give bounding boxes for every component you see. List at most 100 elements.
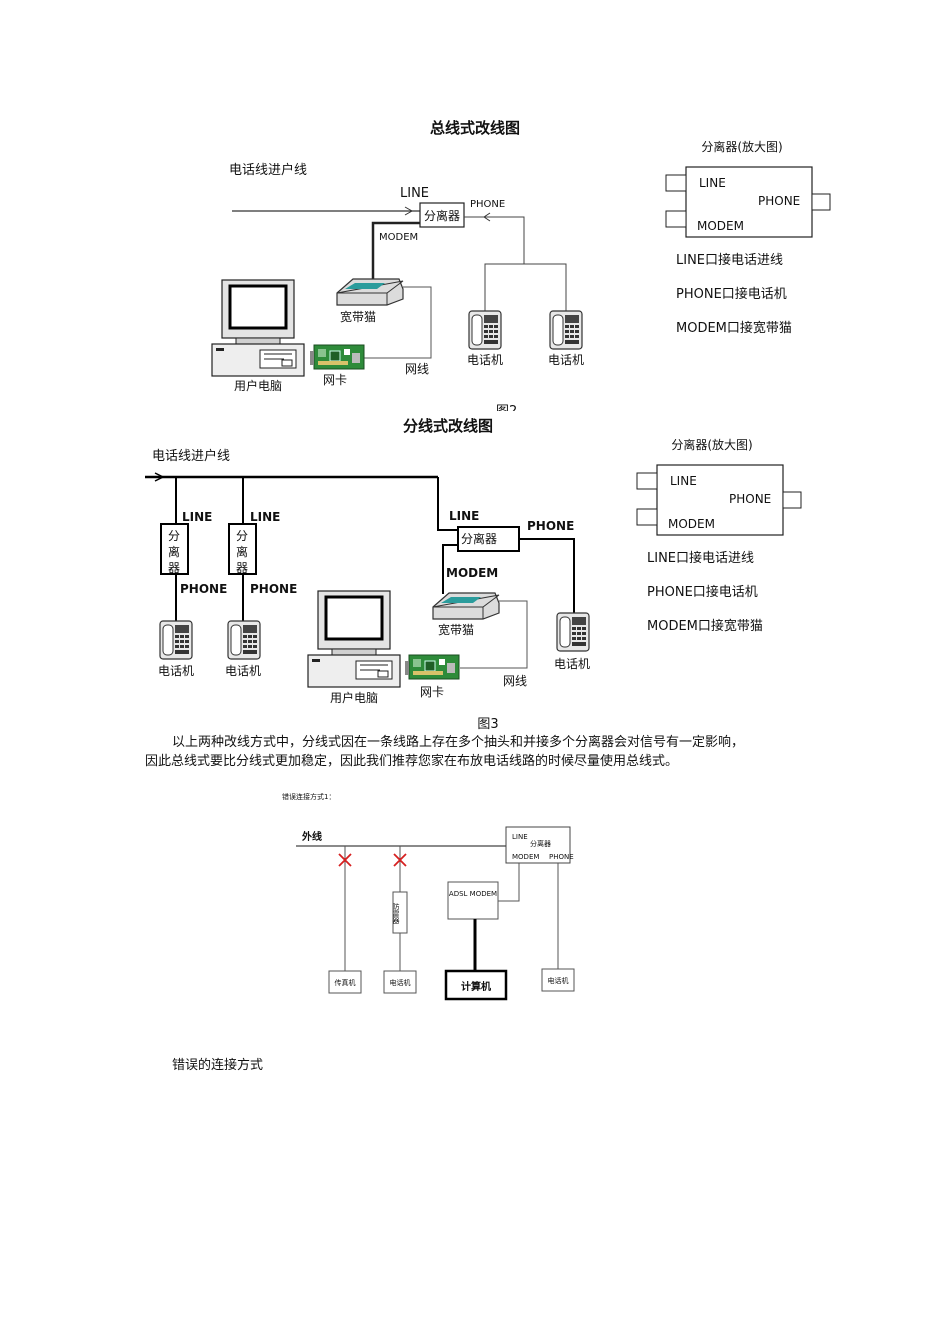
incoming-line-label: 电话线进户线 <box>152 448 230 464</box>
telephone-label: 电话机 <box>554 657 590 671</box>
user-pc-label: 用户电脑 <box>330 690 378 705</box>
telephone-icon <box>468 310 502 350</box>
note-modem: MODEM口接宽带猫 <box>676 320 792 336</box>
broadband-modem-icon <box>336 278 404 306</box>
zoom-phone-label: PHONE <box>729 492 771 506</box>
splitter-phone-port: PHONE <box>549 853 574 861</box>
branch-line <box>437 477 458 531</box>
telephone-icon <box>159 620 193 660</box>
line-port-icon <box>636 472 658 490</box>
note-phone: PHONE口接电话机 <box>647 584 758 600</box>
computer-box <box>444 969 508 1001</box>
telephone-icon <box>556 612 590 652</box>
phone-port-icon <box>811 193 831 211</box>
computer-label: 计算机 <box>461 980 491 993</box>
vertical-splitter-char-2: 离 <box>168 544 180 559</box>
modem-line <box>371 221 420 280</box>
vertical-splitter-char-2: 离 <box>236 544 248 559</box>
figure-2-caption: 图2 <box>496 404 517 419</box>
figure-2-bus-wiring: 总线式改线图 电话线进户线 LINE 分离器 PHONE MODEM 宽带猫 网… <box>210 119 831 419</box>
vertical-splitter-char-3: 器 <box>236 561 248 575</box>
note-modem: MODEM口接宽带猫 <box>647 618 763 634</box>
line-label: LINE <box>182 510 212 524</box>
modem-port-label: MODEM <box>379 232 418 243</box>
broadband-modem-label: 宽带猫 <box>438 622 474 637</box>
telephone-label: 电话机 <box>467 353 503 367</box>
splitter-zoom-title: 分离器(放大图) <box>671 437 752 452</box>
phone-label: PHONE <box>527 519 574 533</box>
splitter-box <box>457 526 520 552</box>
figure-4-wrong-connection: 错误连接方式1： 外线 LINE 分离器 MODEM PHONE 传真机 防雷器… <box>282 792 575 1001</box>
network-card-icon <box>404 654 460 680</box>
telephone-label: 电话机 <box>390 978 411 987</box>
telephone-box <box>383 970 417 994</box>
modem-port-icon <box>636 508 658 526</box>
splitter-label: 分离器 <box>424 208 460 223</box>
arrow-icon <box>154 472 165 482</box>
phone-branch-line <box>484 263 567 312</box>
splitter-label: 分离器 <box>461 531 497 546</box>
splitter-zoom-box <box>685 166 813 238</box>
vertical-device-label: 防雷器 <box>392 902 400 925</box>
vertical-splitter-box <box>160 523 189 575</box>
line-label: LINE <box>449 509 479 523</box>
network-cable <box>362 286 432 359</box>
cross-mark-icon <box>338 853 352 867</box>
network-card-label: 网卡 <box>420 685 444 699</box>
telephone-label: 电话机 <box>158 664 194 678</box>
note-phone: PHONE口接电话机 <box>676 286 787 302</box>
fax-box <box>328 970 362 994</box>
arrow-icon <box>404 206 414 216</box>
network-cable-label: 网线 <box>503 674 527 688</box>
splitter-label: 分离器 <box>530 839 551 848</box>
telephone-label: 电话机 <box>548 976 569 985</box>
vertical-device-box <box>392 891 408 934</box>
user-pc-label: 用户电脑 <box>234 378 282 393</box>
network-card-icon <box>309 344 365 370</box>
line-port-icon <box>665 174 687 192</box>
telephone-icon <box>227 620 261 660</box>
body-paragraph-line-1: 以上两种改线方式中，分线式因在一条线路上存在多个抽头和并接多个分离器会对信号有一… <box>172 735 745 750</box>
splitter-box <box>419 202 465 228</box>
network-cable <box>460 600 528 669</box>
figure-3-caption: 图3 <box>477 717 498 732</box>
telephone-label: 电话机 <box>225 664 261 678</box>
line-label: LINE <box>250 510 280 524</box>
phone-line <box>519 538 575 614</box>
network-card-label: 网卡 <box>323 373 347 387</box>
zoom-phone-label: PHONE <box>758 194 800 208</box>
modem-port-icon <box>665 210 687 228</box>
splitter-zoom-title: 分离器(放大图) <box>701 139 782 154</box>
wrong-connection-caption: 错误的连接方式 <box>172 1058 264 1073</box>
line-port-label: LINE <box>400 186 429 201</box>
zoom-modem-label: MODEM <box>697 219 744 233</box>
figure-3-branch-wiring: 分线式改线图 电话线进户线 LINE 分 离 器 PHONE 电话机 LINE … <box>145 417 802 732</box>
telephone-label: 电话机 <box>548 353 584 367</box>
modem-line <box>442 544 458 594</box>
cross-mark-icon <box>393 853 407 867</box>
splitter-line-port: LINE <box>512 833 528 841</box>
note-line: LINE口接电话进线 <box>647 550 754 566</box>
adsl-modem-label: ADSL MODEM <box>449 890 497 898</box>
phone-port-icon <box>782 491 802 509</box>
vertical-splitter-box <box>228 523 257 575</box>
zoom-modem-label: MODEM <box>668 517 715 531</box>
splitter-modem-port: MODEM <box>512 853 539 861</box>
figure-3-title: 分线式改线图 <box>403 417 493 435</box>
modem-link-line <box>498 863 520 902</box>
modem-label: MODEM <box>446 566 498 580</box>
telephone-box <box>541 968 575 992</box>
body-paragraph-line-2: 因此总线式要比分线式更加稳定，因此我们推荐您家在布放电话线路的时候尽量使用总线式… <box>145 754 679 769</box>
network-cable-label: 网线 <box>405 362 429 376</box>
splitter-box <box>505 826 571 864</box>
adsl-modem-box <box>447 881 499 920</box>
fax-label: 传真机 <box>335 978 356 987</box>
broadband-modem-label: 宽带猫 <box>340 309 376 324</box>
figure-2-title: 总线式改线图 <box>430 119 520 137</box>
incoming-line-label: 电话线进户线 <box>229 162 307 178</box>
note-line: LINE口接电话进线 <box>676 252 783 268</box>
phone-line <box>464 216 525 264</box>
figure-2-caption-clip: 图2 <box>496 404 517 419</box>
user-pc-icon <box>306 589 402 689</box>
